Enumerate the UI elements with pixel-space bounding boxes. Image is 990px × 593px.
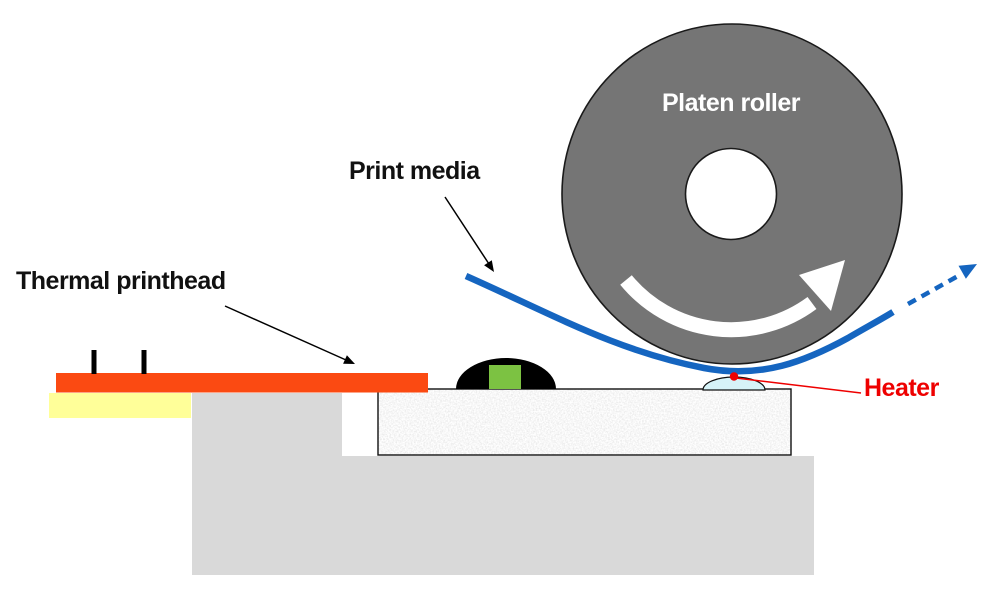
mounting-base [192, 456, 814, 575]
roller-shaft-hole [684, 147, 778, 241]
media-exit-arrow-line [906, 274, 960, 306]
heater-point-dot [729, 372, 739, 381]
heater-label: Heater [864, 374, 939, 402]
heater-callout [729, 372, 862, 394]
media-annotation-head [484, 260, 494, 272]
media-annotation-line [444, 196, 490, 265]
ceramic-substrate-texture [378, 389, 791, 455]
thermal-printhead-label: Thermal printhead [16, 267, 226, 295]
electrode-pin-right [141, 350, 147, 374]
rotation-arrow [620, 260, 845, 338]
printhead-annotation-head [343, 355, 355, 364]
rotation-arrow-arc [620, 275, 817, 338]
print-media-label: Print media [349, 157, 480, 185]
rotation-arrow-head [799, 260, 845, 311]
media-exit-arrow [906, 264, 977, 306]
heater-leader-line [735, 377, 862, 394]
media-exit-arrow-head [958, 264, 977, 279]
mounting-step-block [192, 393, 342, 457]
printhead-substrate-yellow [49, 393, 191, 418]
electrode-pin-left [91, 350, 97, 374]
platen-roller-label: Platen roller [662, 89, 801, 117]
print-media-ribbon [464, 273, 895, 375]
ceramic-substrate-border [377, 388, 792, 456]
media-annotation-arrow [444, 196, 494, 272]
driver-chip-green [489, 365, 521, 389]
thermal-printhead-bar [56, 373, 428, 393]
printhead-annotation-line [224, 305, 347, 361]
printhead-annotation-arrow [224, 305, 355, 364]
ceramic-substrate [377, 388, 792, 456]
